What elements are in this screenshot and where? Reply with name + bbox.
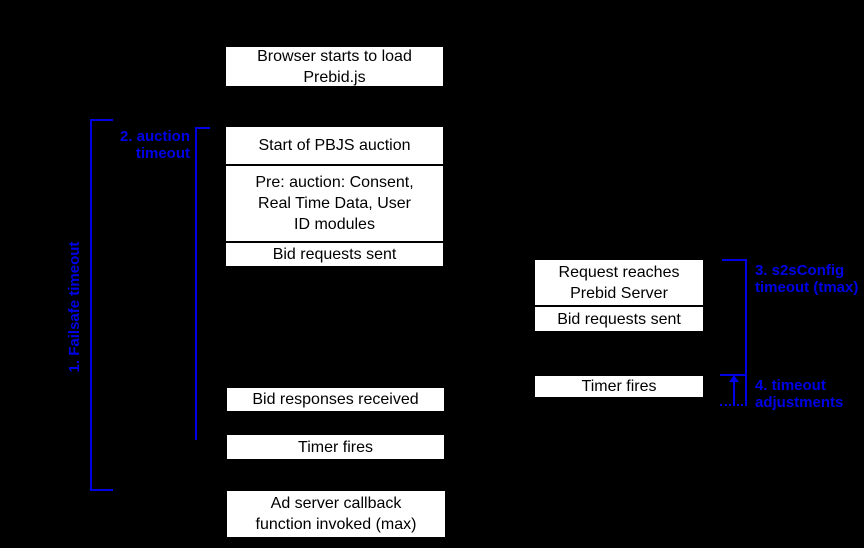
label-s2sconfig-timeout: 3. s2sConfig timeout (tmax) (755, 262, 859, 296)
box-browser-loads-prebid: Browser starts to load Prebid.js (224, 45, 445, 88)
box-request-reaches-prebid-server: Request reaches Prebid Server (533, 258, 705, 307)
timeout-adjustment-arrow-line (733, 381, 735, 404)
box-timer-fires-server: Timer fires (533, 374, 705, 399)
auction-timeout-bracket (195, 127, 210, 440)
box-bid-responses-received: Bid responses received (225, 386, 446, 413)
box-timer-fires-client: Timer fires (225, 433, 446, 461)
box-pre-auction-modules: Pre: auction: Consent, Real Time Data, U… (224, 164, 445, 243)
label-timeout-adjustments: 4. timeout adjustments (755, 377, 844, 411)
s2s-timeout-bracket-upper (722, 259, 747, 374)
box-start-of-pbjs-auction: Start of PBJS auction (224, 125, 445, 166)
label-failsafe-timeout: 1. Failsafe timeout (66, 241, 83, 373)
box-bid-requests-sent-client: Bid requests sent (224, 241, 445, 268)
failsafe-timeout-bracket (90, 119, 113, 491)
box-bid-requests-sent-server: Bid requests sent (533, 305, 705, 333)
label-auction-timeout: 2. auction timeout (119, 128, 190, 162)
box-ad-server-callback: Ad server callback function invoked (max… (225, 489, 447, 539)
timeout-adjustment-arrow-up-icon (729, 375, 739, 382)
